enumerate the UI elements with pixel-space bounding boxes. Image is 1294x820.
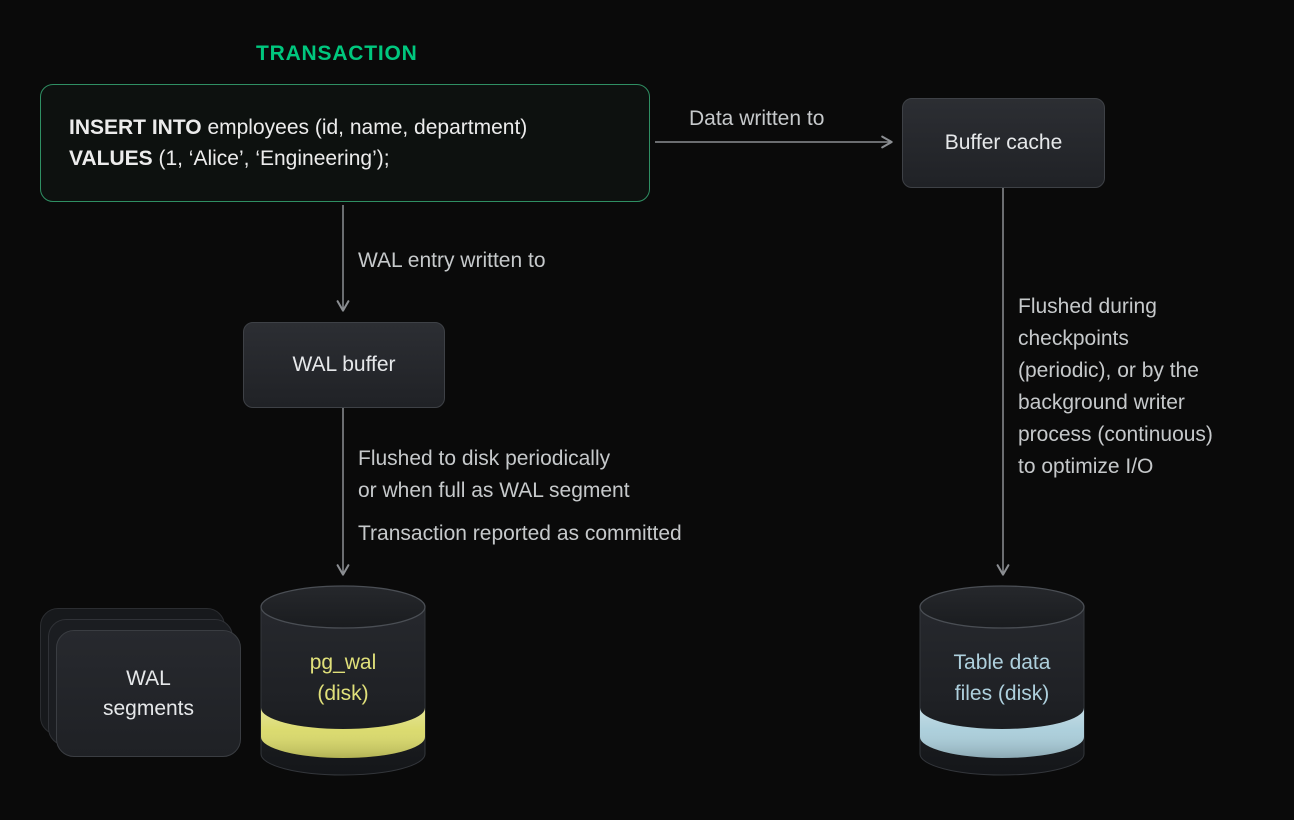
pg-wal-label: pg_wal (disk) bbox=[260, 647, 426, 709]
pg-wal-disk-node: pg_wal (disk) bbox=[260, 585, 426, 777]
sql-keyword-insert: INSERT INTO bbox=[69, 115, 202, 139]
table-data-label-line1: Table data bbox=[953, 651, 1051, 674]
checkpoint-note-line: (periodic), or by the bbox=[1018, 359, 1199, 382]
table-data-label-line2: files (disk) bbox=[954, 682, 1050, 705]
sql-statement-node: INSERT INTO employees (id, name, departm… bbox=[40, 84, 650, 202]
edge-label-data-written-to: Data written to bbox=[689, 107, 825, 130]
database-cylinder-icon bbox=[260, 585, 426, 776]
edge-label-flushed-periodically: Flushed to disk periodically bbox=[358, 447, 611, 470]
sql-line-1-rest: employees (id, name, department) bbox=[201, 115, 528, 139]
database-cylinder-icon bbox=[919, 585, 1085, 776]
sql-line-1: INSERT INTO employees (id, name, departm… bbox=[69, 116, 649, 140]
transaction-title: TRANSACTION bbox=[256, 42, 418, 65]
edge-label-checkpoint-flush-note: Flushed during checkpoints (periodic), o… bbox=[1018, 291, 1268, 483]
sql-line-2-rest: (1, ‘Alice’, ‘Engineering’); bbox=[152, 146, 390, 170]
buffer-cache-node: Buffer cache bbox=[902, 98, 1105, 188]
pg-wal-label-line1: pg_wal bbox=[309, 651, 377, 674]
checkpoint-note-line: checkpoints bbox=[1018, 327, 1129, 350]
cylinder-band-shine bbox=[920, 708, 1084, 758]
wal-buffer-label: WAL buffer bbox=[292, 353, 396, 376]
checkpoint-note-line: to optimize I/O bbox=[1018, 455, 1154, 478]
cylinder-top bbox=[919, 585, 1085, 629]
table-data-disk-node: Table data files (disk) bbox=[919, 585, 1085, 777]
wal-segments-label-line2: segments bbox=[102, 696, 195, 720]
edge-label-wal-entry-written-to: WAL entry written to bbox=[358, 249, 546, 272]
table-data-label: Table data files (disk) bbox=[919, 647, 1085, 709]
wal-segments-node: WAL segments bbox=[56, 630, 241, 757]
cylinder-band-shine bbox=[261, 708, 425, 758]
edge-label-transaction-committed: Transaction reported as committed bbox=[358, 522, 682, 545]
checkpoint-note-line: process (continuous) bbox=[1018, 423, 1213, 446]
cylinder-top bbox=[260, 585, 426, 629]
sql-keyword-values: VALUES bbox=[69, 146, 153, 170]
sql-line-2: VALUES (1, ‘Alice’, ‘Engineering’); bbox=[69, 147, 649, 171]
buffer-cache-label: Buffer cache bbox=[944, 131, 1063, 154]
edge-label-when-full-wal-segment: or when full as WAL segment bbox=[358, 479, 630, 502]
checkpoint-note-line: Flushed during bbox=[1018, 295, 1157, 318]
checkpoint-note-line: background writer bbox=[1018, 391, 1185, 414]
wal-segments-label-line1: WAL bbox=[126, 666, 171, 690]
pg-wal-label-line2: (disk) bbox=[317, 682, 369, 705]
wal-buffer-node: WAL buffer bbox=[243, 322, 445, 408]
